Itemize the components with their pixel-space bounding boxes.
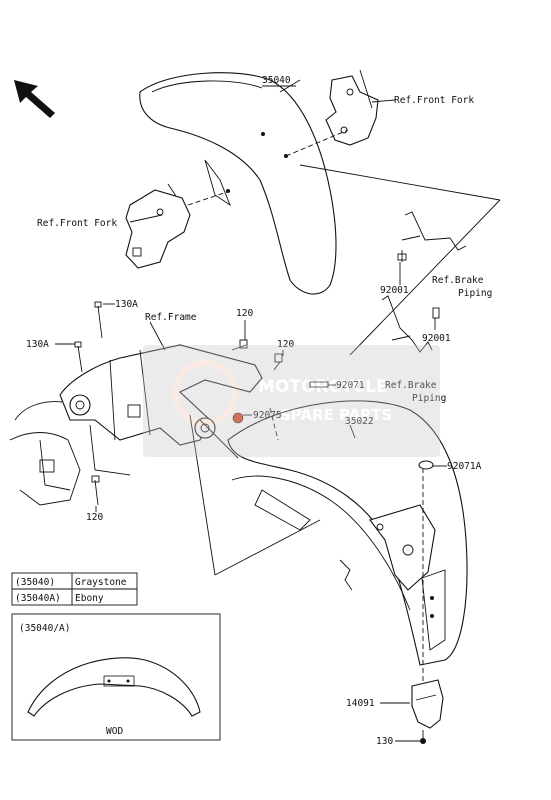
bolt-120-mid [273, 353, 283, 371]
inset-title: (35040/A) [19, 623, 70, 634]
rear-fender-35022[interactable] [227, 400, 468, 666]
callout-130A-b: 130A [26, 339, 49, 350]
callout-130: 130 [376, 736, 393, 747]
callout-92071A: 92071A [447, 461, 482, 472]
callout-14091: 14091 [346, 698, 375, 709]
callout-35022: 35022 [345, 416, 374, 427]
callout-ref-brake-piping-1-line2[interactable]: Piping [458, 288, 492, 299]
callout-ref-front-fork-left[interactable]: Ref.Front Fork [37, 218, 117, 229]
front-fork-left [125, 183, 191, 269]
color-table-code-1: (35040) [15, 577, 55, 588]
bolt-120-lower [91, 475, 100, 506]
bolt-130A-upper [94, 301, 103, 339]
callout-120-a: 120 [236, 308, 253, 319]
cover-14091[interactable] [411, 679, 444, 729]
bolt-130 [420, 730, 426, 744]
grommet-92071A [418, 460, 434, 470]
inset-caption: WOD [106, 726, 123, 737]
callout-130A-a: 130A [115, 299, 138, 310]
inset-box: (35040/A) WOD [11, 613, 221, 741]
rear-frame-assembly [9, 344, 263, 506]
callout-35040: 35040 [262, 75, 291, 86]
callout-120-b: 120 [277, 339, 294, 350]
brake-hose-clamp-upper [397, 211, 467, 262]
watermark-line1: MOTORCYCLE [258, 377, 388, 397]
front-fender-35040[interactable] [139, 72, 337, 295]
callout-92071: 92071 [336, 380, 365, 391]
color-table: (35040) Graystone (35040A) Ebony [11, 572, 138, 606]
watermark-line2: SPARE PARTS [280, 406, 392, 424]
color-table-color-1: Graystone [75, 577, 127, 588]
color-table-code-2: (35040A) [15, 593, 61, 604]
callout-92075: 92075 [253, 410, 282, 421]
callout-ref-brake-piping-2-line2[interactable]: Piping [412, 393, 446, 404]
brake-hose-clamp-lower [381, 295, 440, 353]
bolt-120-upper [231, 339, 248, 351]
color-table-color-2: Ebony [75, 593, 104, 604]
callout-ref-frame[interactable]: Ref.Frame [145, 312, 197, 323]
callout-ref-brake-piping-2-line1[interactable]: Ref.Brake [385, 380, 437, 391]
callout-ref-brake-piping-1-line1[interactable]: Ref.Brake [432, 275, 484, 286]
inset-fender [27, 657, 201, 717]
callout-92001-a: 92001 [380, 285, 409, 296]
front-fork-right [325, 69, 379, 146]
watermark: MOTORCYCLE SPARE PARTS [143, 345, 440, 457]
callout-120-c: 120 [86, 512, 103, 523]
front-direction-arrow-icon [14, 80, 55, 118]
callout-ref-front-fork-top[interactable]: Ref.Front Fork [394, 95, 474, 106]
clamp-92071 [309, 381, 329, 388]
callout-92001-b: 92001 [422, 333, 451, 344]
bolt-130A-left [74, 341, 83, 373]
